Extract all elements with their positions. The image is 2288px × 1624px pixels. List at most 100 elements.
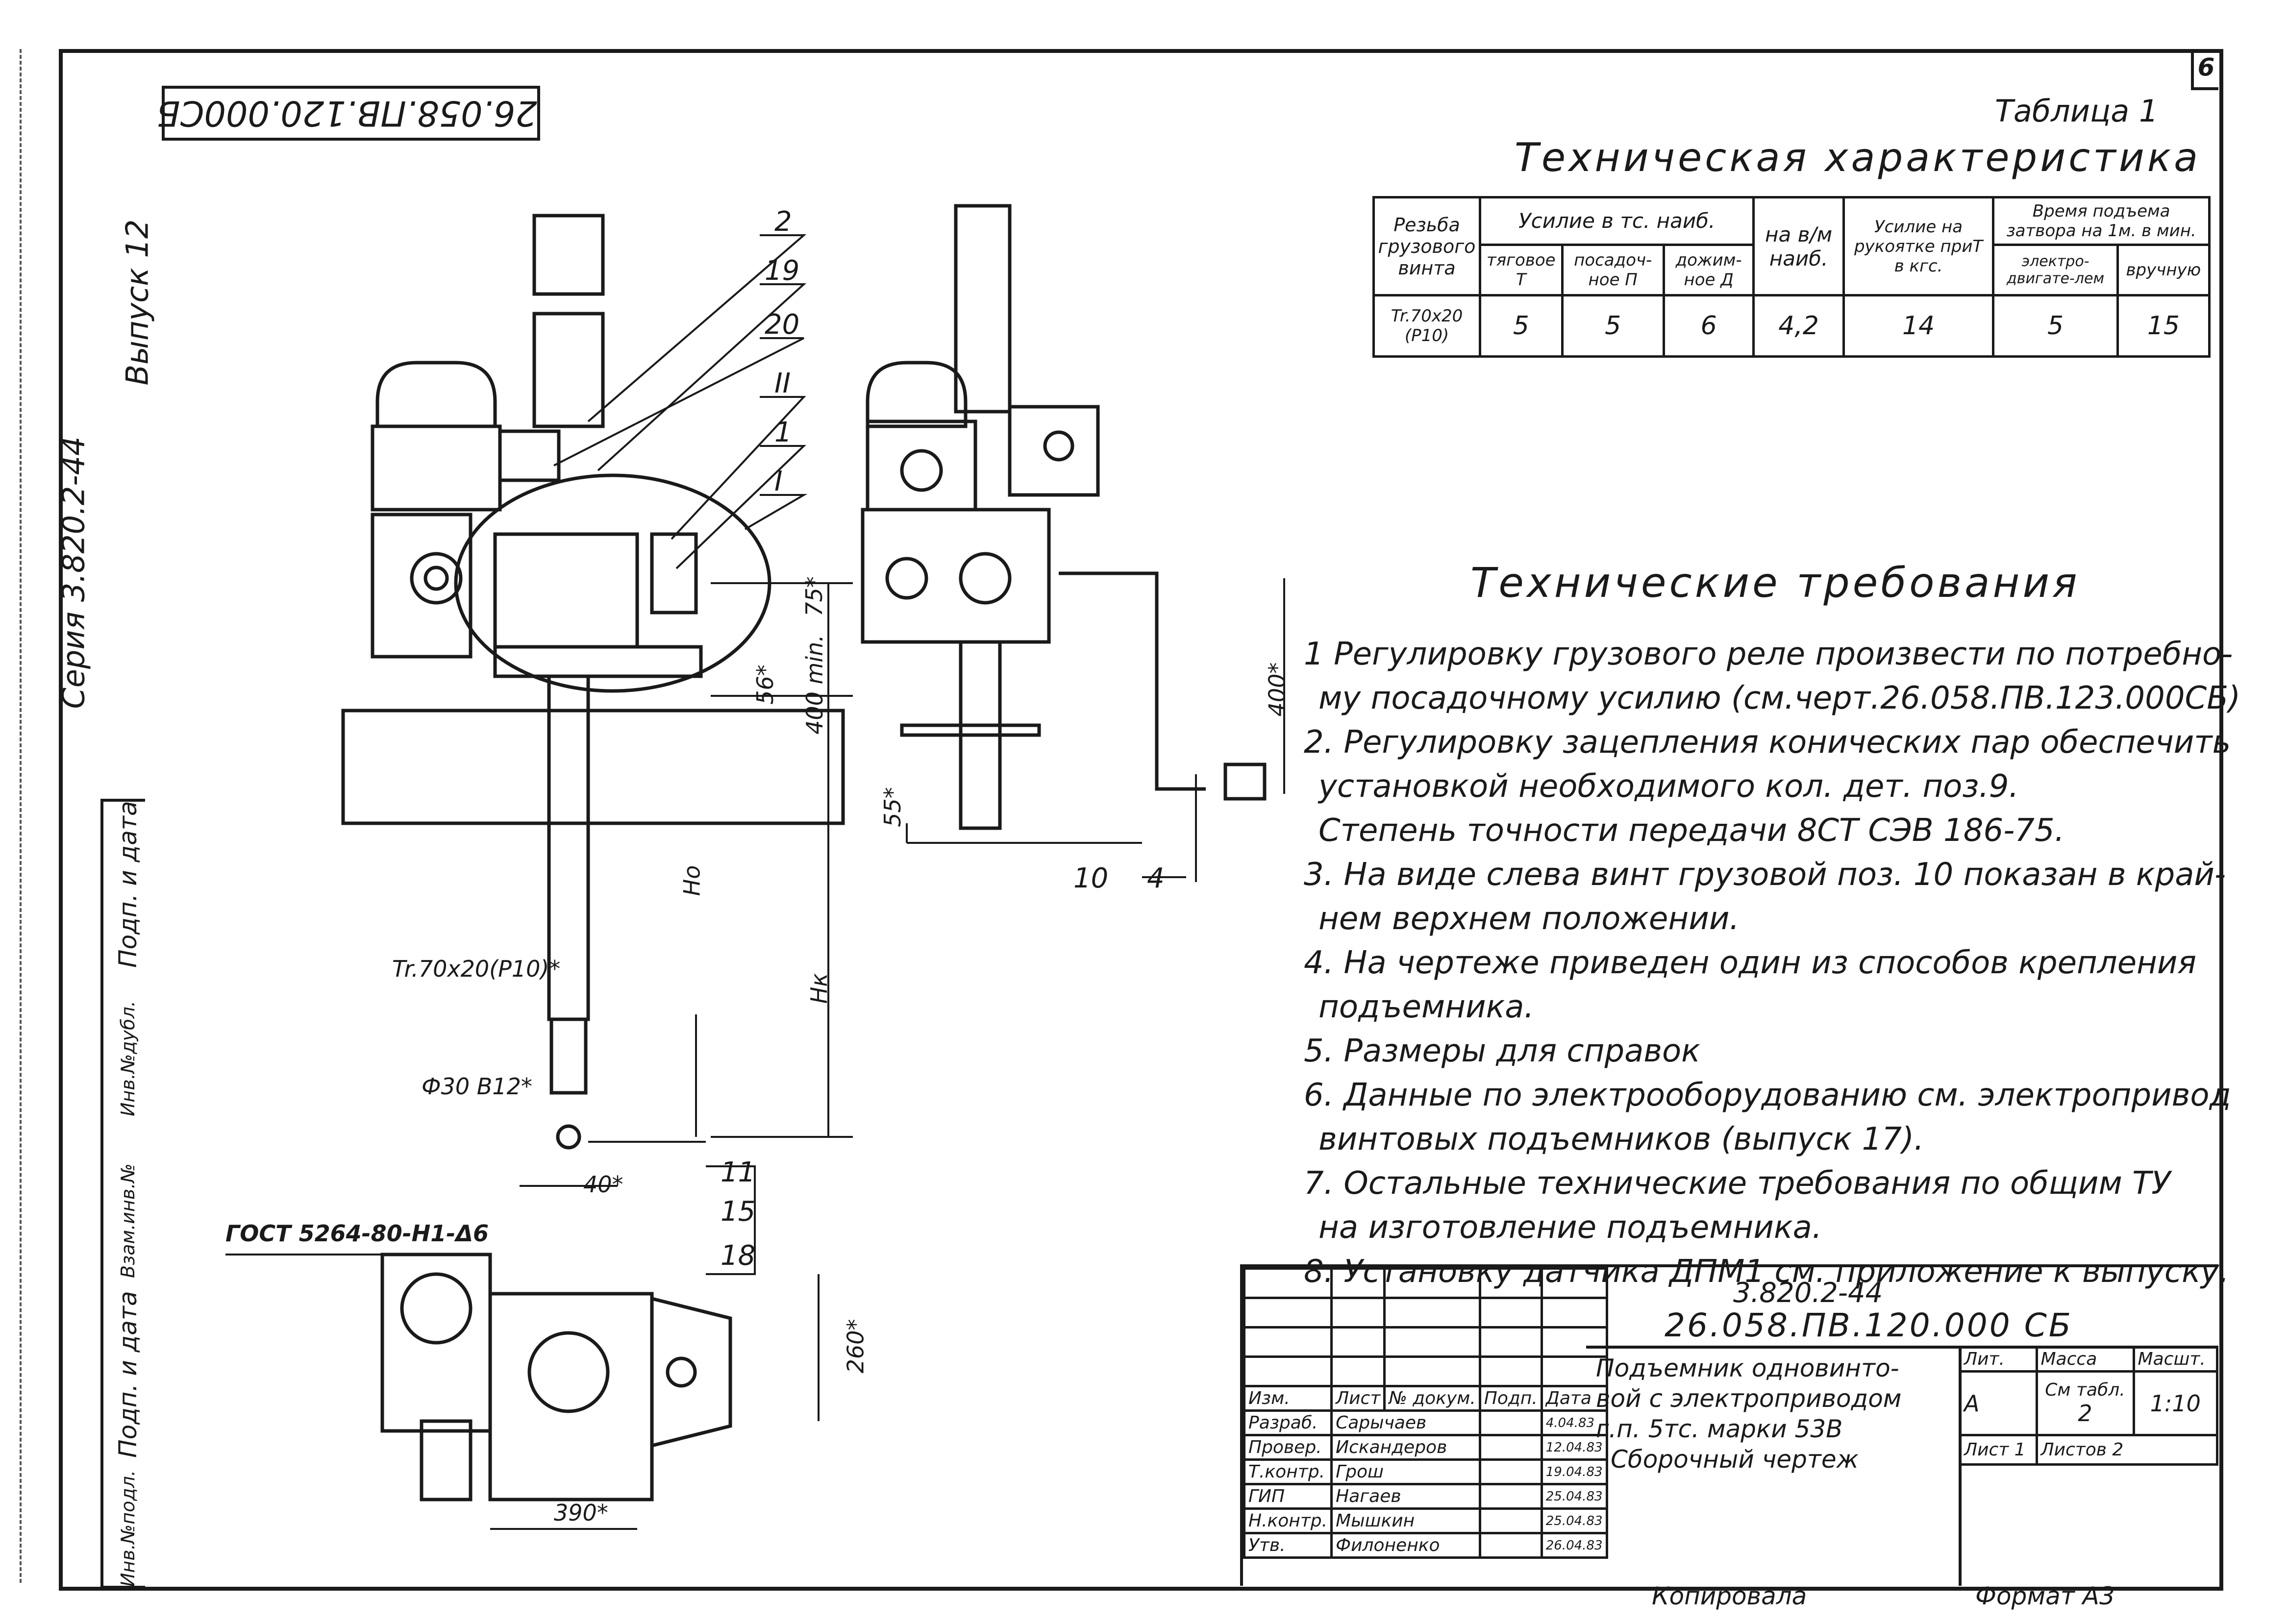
req-line-13: 7. Остальные технические требования по о… [1304, 1165, 2171, 1202]
plan-housing [488, 1292, 654, 1501]
dim-lines-ho-hk [695, 582, 853, 1138]
motor-body [371, 424, 502, 512]
date-4: 25.04.83 [1540, 1483, 1608, 1510]
table-title: Техническая характеристика [1515, 135, 2201, 180]
beam-section [341, 709, 845, 825]
stamp-code2: 26.058.ПВ.120.000 СБ [1665, 1306, 2073, 1344]
req-line-4: установкой необходимого кол. дет. поз.9. [1318, 768, 2019, 805]
pos-20: 20 [765, 309, 800, 341]
format-label: Формат А3 [1975, 1582, 2115, 1610]
central-housing [493, 532, 639, 649]
cell-handle: 14 [1842, 294, 1995, 358]
req-line-6: 3. На виде слева винт грузовой поз. 10 п… [1304, 857, 2226, 893]
side-bracket [1008, 405, 1100, 497]
req-line-10: 5. Размеры для справок [1304, 1033, 1700, 1069]
role-4: ГИП [1243, 1483, 1333, 1510]
cell-thread: Tr.70x20 (P10) [1372, 294, 1481, 358]
leader-10 [906, 823, 1186, 878]
dim-400: 400* [1264, 662, 1291, 717]
leader-1 [675, 445, 806, 569]
side-base [900, 723, 1041, 737]
date-6: 26.04.83 [1540, 1532, 1608, 1559]
req-line-11: 6. Данные по электрооборудованию см. эле… [1304, 1077, 2231, 1113]
plan-bracket [650, 1296, 732, 1448]
dim-Hk: Hк [806, 973, 833, 1004]
dim-40: 40* [583, 1171, 623, 1198]
name-line-2: вой с электроприводом [1596, 1384, 1902, 1413]
cell-load: 4,2 [1752, 294, 1845, 358]
pos-15: 15 [721, 1196, 756, 1228]
name-6: Филоненко [1330, 1532, 1481, 1559]
stamp-h-sign: Подп. [1478, 1385, 1543, 1412]
date-5: 25.04.83 [1540, 1507, 1608, 1534]
left-binding-margin [20, 49, 22, 1583]
h-traction: тяговое Т [1479, 243, 1564, 297]
cell-landing: 5 [1561, 294, 1665, 358]
title-block: Изм. Лист № докум. Подп. Дата Разраб.Сар… [1240, 1264, 2219, 1586]
name-2: Искандеров [1330, 1434, 1481, 1461]
motor-cap [375, 361, 497, 428]
req-line-9: подъемника. [1318, 989, 1534, 1025]
side-screw-cover [954, 204, 1012, 414]
leader-2 [587, 234, 807, 422]
table-caption: Таблица 1 [1995, 93, 2159, 129]
part-number-box [706, 1165, 756, 1275]
side-gear-a [885, 557, 928, 600]
h-press: дожим-ное Д [1662, 243, 1755, 297]
side-view [861, 204, 1267, 830]
side-motor-cap [866, 361, 968, 428]
stamp-meta: Лит. Масса Масшт. А См табл.2 1:10 Лист … [1959, 1346, 2219, 1466]
dim-Ho: Ho [678, 865, 705, 896]
left-gearbox [371, 513, 473, 659]
role-6: Утв. [1243, 1532, 1333, 1559]
name-4: Нагаев [1330, 1483, 1481, 1510]
req-line-7: нем верхнем положении. [1318, 901, 1740, 937]
req-line-12: винтовых подъемников (выпуск 17). [1318, 1121, 1924, 1157]
scale-value: 1:10 [2132, 1370, 2219, 1436]
cell-motor: 5 [1992, 294, 2119, 358]
h-time: Время подъема затвора на 1м. в мин. [1992, 196, 2211, 246]
leader-II [671, 396, 806, 540]
mass-a: См табл. [2045, 1380, 2125, 1400]
req-line-3: 2. Регулировку зацепления конических пар… [1304, 724, 2231, 761]
date-2: 12.04.83 [1540, 1434, 1608, 1461]
screw-end [549, 1017, 588, 1095]
h-mass: Масса [2035, 1346, 2135, 1373]
h-thread: Резьба грузового винта [1372, 196, 1481, 297]
side-motor [866, 419, 977, 512]
pin-hole [556, 1124, 581, 1150]
name-line-4: Сборочный чертеж [1611, 1445, 1859, 1474]
pos-1: 1 [774, 417, 792, 448]
mass-b: 2 [2078, 1400, 2092, 1427]
front-view [341, 214, 845, 1150]
spec-table: Резьба грузового винта Усилие в тс. наиб… [1372, 196, 2211, 358]
drawing-frame [59, 49, 2223, 1591]
plan-gear [420, 1419, 473, 1501]
h-manual: вручную [2116, 243, 2211, 297]
pos-4: 4 [1147, 862, 1165, 894]
load-relay [650, 532, 698, 615]
name-3: Грош [1330, 1458, 1481, 1485]
gear-hub-left [410, 552, 463, 605]
dim-400min: 400 min. [801, 635, 828, 735]
dim-75: 75* [800, 576, 827, 616]
role-5: Н.контр. [1243, 1507, 1333, 1534]
role-2: Провер. [1243, 1434, 1333, 1461]
sheets-label: Листов 2 [2035, 1434, 2218, 1466]
dim-56: 56* [751, 664, 778, 705]
pos-18: 18 [721, 1240, 756, 1272]
name-1: Сарычаев [1330, 1409, 1481, 1436]
sheet-label: Лист 1 [1959, 1434, 2038, 1466]
cell-press: 6 [1662, 294, 1755, 358]
pos-2: 2 [774, 206, 792, 238]
stamp-name: Подъемник одновинто- вой с электропривод… [1596, 1353, 1902, 1475]
name-5: Мышкин [1330, 1507, 1481, 1534]
plan-view [380, 1253, 732, 1501]
pos-11: 11 [721, 1156, 756, 1188]
leader-I [744, 494, 808, 530]
pos-I: I [774, 466, 783, 497]
role-1: Разраб. [1243, 1409, 1333, 1436]
side-bracket-hole [1043, 430, 1074, 462]
leader-20 [553, 337, 804, 467]
